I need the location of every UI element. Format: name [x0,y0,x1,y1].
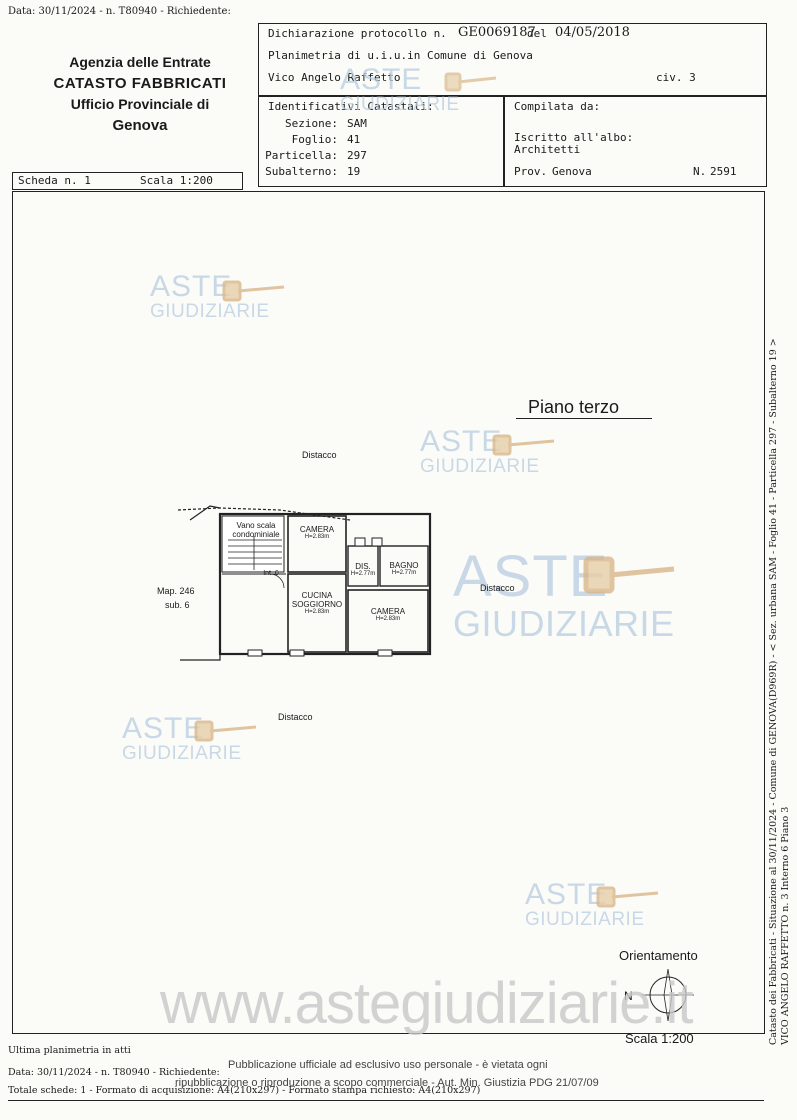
interno-label: Int. 6 [263,570,279,577]
gavel-icon [222,280,285,302]
protocollo-number: GE0069187 [458,25,536,40]
foglio-label: Foglio: [291,133,338,146]
drawing-frame [12,191,765,1034]
footer-data-line: Data: 30/11/2024 - n. T80940 - Richieden… [8,1067,220,1078]
side-line-2: VICO ANGELO RAFFETTO n. 3 Interno 6 Pian… [780,806,791,1045]
scheda-box [12,172,243,190]
gavel-icon [194,720,257,742]
catasto-title: CATASTO FABBRICATI [53,75,227,92]
subalterno-value: 19 [347,165,361,178]
particella-value: 297 [347,149,367,162]
del-label: del [527,27,547,40]
scheda-scale: Scala 1:200 [140,174,213,187]
civ-number: civ. 3 [656,71,696,84]
north-label: N [624,989,633,1003]
particella-label: Particella: [265,149,338,162]
compilata-label: Compilata da: [514,100,601,113]
gavel-icon [583,556,675,594]
planimetria-line: Planimetria di u.i.u.in Comune di Genova [268,49,533,62]
identificativi-label: Identificativi Catastali: [268,100,434,113]
publication-notice-1: Pubblicazione ufficiale ad esclusivo uso… [228,1059,548,1071]
office-label: Ufficio Provinciale di [70,96,210,112]
sezione-value: SAM [347,117,367,130]
sub-label: sub. 6 [165,600,190,610]
dis-label: DIS.H=2.77m [350,562,376,577]
address-line: Vico Angelo Raffetto [268,71,401,84]
totale-schede-line: Totale schede: 1 - Formato di acquisizio… [8,1085,481,1096]
protocollo-date: 04/05/2018 [555,25,630,40]
prov-value: Genova [552,165,592,178]
gavel-icon [444,72,497,92]
ultima-planimetria: Ultima planimetria in atti [8,1045,131,1056]
albo-value: Architetti [514,143,581,156]
top-request-line: Data: 30/11/2024 - n. T80940 - Richieden… [8,6,231,17]
publication-notice-2: ripubblicazione o riproduzione a scopo c… [175,1077,599,1089]
floor-plan [177,505,432,661]
side-line-1: Catasto dei Fabbricati - Situazione al 3… [768,338,779,1045]
floor-title: Piano terzo [528,397,620,417]
subalterno-label: Subalterno: [265,165,338,178]
site-watermark: www.astegiudiziarie.it [160,971,693,1036]
floor-title-underline [516,418,652,419]
orientation-label: Orientamento [619,948,698,963]
dichiarazione-label: Dichiarazione protocollo n. [268,27,447,40]
office-city: Genova [112,117,168,134]
iscritto-label: Iscritto all'albo: [514,131,634,144]
map-label: Map. 246 [157,586,195,596]
distacco-top-label: Distacco [302,450,337,460]
distacco-bottom-label: Distacco [278,712,313,722]
orientation-scale: Scala 1:200 [625,1031,694,1046]
header-ids-box [258,95,505,187]
foglio-value: 41 [347,133,361,146]
north-arrow-icon [642,968,694,1022]
gavel-icon [492,434,555,456]
header-top-box [258,23,767,97]
agency-name: Agenzia delle Entrate [69,54,211,70]
header-compilata-box [503,95,767,187]
n-value: 2591 [710,165,737,178]
n-label: N. [693,165,707,178]
sezione-label: Sezione: [285,117,338,130]
distacco-right-label: Distacco [480,583,515,593]
prov-label: Prov. [514,165,548,178]
agency-block: Agenzia delle Entrate CATASTO FABBRICATI… [30,52,250,136]
gavel-icon [596,886,659,908]
bottom-rule [8,1100,764,1101]
scheda-label: Scheda n. 1 [18,174,91,187]
